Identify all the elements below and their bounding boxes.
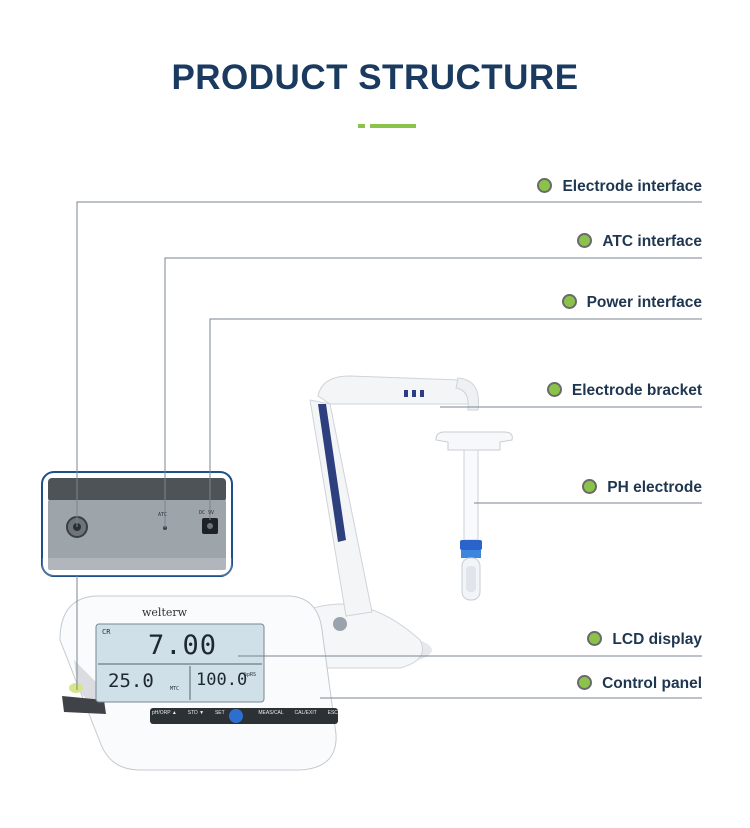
callout-label-text: Electrode bracket: [571, 382, 702, 399]
leader-power-interface: [209, 318, 702, 520]
lcd-second-unit: %pRS: [244, 672, 257, 678]
meter-button-power: [236, 710, 248, 722]
callout-electrode-bracket: Electrode bracket: [546, 380, 702, 402]
meter-button-meas-cal: MEAS/CAL: [258, 710, 284, 716]
meter-button-esc: ESC: [327, 710, 338, 716]
leader-electrode-interface: [76, 201, 702, 527]
callout-electrode-interface: Electrode interface: [537, 176, 702, 198]
ph-electrode-part: [460, 449, 482, 601]
callout-label-text: Electrode interface: [562, 178, 702, 195]
lcd-second-value: 100.0: [196, 670, 248, 690]
bullet-dot-icon: [582, 479, 598, 494]
brand-logo: welterw: [142, 606, 188, 619]
control-buttons: [150, 708, 338, 724]
callout-label-text: Control panel: [602, 675, 702, 692]
meter-button-set: SET: [214, 710, 225, 716]
bullet-dot-icon: [577, 675, 593, 690]
lcd-temp-value: 25.0: [108, 670, 154, 692]
back-panel-dc-label: DC 9V: [199, 510, 215, 516]
leader-lines: [76, 201, 702, 699]
bullet-dot-icon: [577, 233, 593, 248]
meter-button-row: pH/ORP ▲ STD ▼ SET MEAS/CAL CAL/EXIT ESC: [152, 710, 338, 722]
callout-lcd-display: LCD display: [587, 629, 702, 651]
electrode-bracket-part: [435, 431, 513, 451]
leader-atc-interface: [164, 257, 702, 528]
bullet-dot-icon: [537, 178, 553, 193]
lcd-main-value: 7.00: [148, 630, 218, 661]
callout-power-interface: Power interface: [561, 292, 702, 314]
bullet-dot-icon: [561, 294, 577, 309]
callout-label-text: Power interface: [586, 294, 702, 311]
bullet-dot-icon: [546, 382, 562, 397]
page-title: PRODUCT STRUCTURE: [171, 58, 579, 97]
back-panel-atc-label: ATC: [158, 512, 168, 518]
back-panel-inset: [41, 471, 233, 577]
callout-label-text: LCD display: [612, 631, 702, 648]
callout-atc-interface: ATC interface: [577, 231, 702, 253]
title-divider: [358, 124, 416, 128]
meter-button-ph-orp: pH/ORP ▲: [152, 710, 177, 716]
callout-control-panel: Control panel: [577, 673, 702, 695]
bullet-dot-icon: [587, 631, 603, 646]
stand-arm: [309, 375, 480, 617]
lcd-screen: [95, 623, 265, 703]
lcd-temp-unit: MTC: [170, 686, 180, 692]
callout-label-text: ATC interface: [602, 233, 702, 250]
callout-ph-electrode: PH electrode: [582, 477, 702, 499]
callout-label-text: PH electrode: [607, 479, 702, 496]
meter-button-std: STD ▼: [187, 710, 205, 716]
lcd-mode-label: CR: [102, 628, 111, 636]
meter-button-cal-exit: CAL/EXIT: [294, 710, 317, 716]
